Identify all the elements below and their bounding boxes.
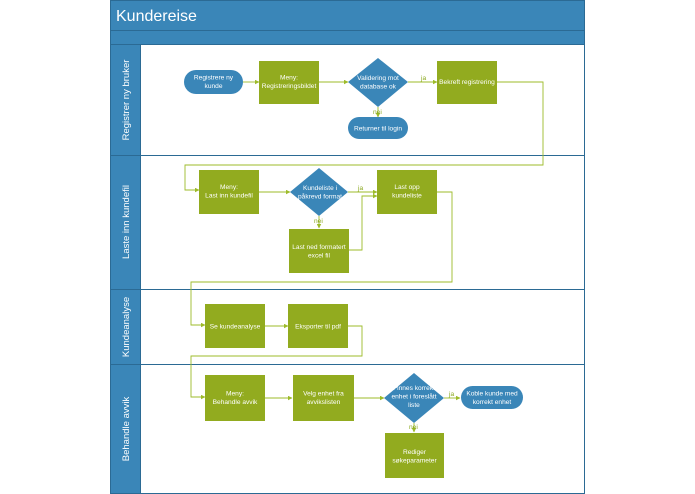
edge-label: ja [420,75,426,82]
node-label-line: Last ned formatert [292,244,346,251]
node-label-line: påkrevd format [298,193,342,201]
node-meny-last-inn-kundefil: Meny: Last inn kundefil [199,170,259,214]
node-label-line: kundeliste [392,193,422,200]
lane-kundeanalyse: Kundeanalyse [110,289,585,365]
node-label-line: korrekt enhet [473,399,512,406]
node-label-line: Se kundeanalyse [210,324,261,331]
node-label-line: Rediger [403,449,427,456]
svg-text:Returner til login: Returner til login [354,126,402,133]
edge-label: nei [373,109,382,116]
lane-registrer-ny-bruker: Registrer ny bruker [110,44,585,156]
svg-text:Meny:Last inn kundefil: Meny: Last inn kundefil [205,184,253,200]
connectors [184,79,544,433]
node-label-line: Meny: [220,184,238,191]
swimlanes: Registrer ny bruker Laste inn kundefil K… [110,44,585,494]
node-last-opp-kundeliste: Last opp kundeliste [377,170,437,214]
edge-n4-n6 [184,81,544,193]
node-eksporter-til-pdf: Eksporter til pdf [288,304,348,348]
svg-text:Bekreft registrering: Bekreft registrering [439,79,495,86]
node-label-line: Validering mot [357,75,399,82]
node-label-line: Returner til login [354,126,402,133]
node-label-line: Koble kunde med [466,391,518,398]
lane-label: Laste inn kundefil [121,185,132,259]
node-label-line: Finnes korrekt [393,385,435,392]
node-label-line: excel fil [308,253,331,260]
edge-label: nei [314,218,323,225]
title-bar: Kundereise [110,0,585,31]
node-label-line: Registrere ny [194,75,234,82]
node-label-line: Eksporter til pdf [295,324,341,331]
edge-n9-n8 [348,193,378,251]
node-se-kundeanalyse: Se kundeanalyse [205,304,265,348]
node-label-line: avvikslisten [307,399,341,406]
lane-behandle-avvik: Behandle avvik [110,364,141,494]
lane-laste-inn-kundefil: Laste inn kundefil [110,155,585,290]
diagram-title: Kundereise [116,8,197,25]
edge-label: ja [448,391,454,398]
svg-text:Meny:Behandle avvik: Meny:Behandle avvik [213,391,258,407]
node-label-line: liste [408,402,420,409]
node-label-line: Kundeliste i [303,185,338,192]
node-label-line: database ok [360,84,397,91]
node-bekreft-registrering: Bekreft registrering [437,61,497,104]
node-label-line: søkeparameter [392,458,437,465]
node-label-line: Behandle avvik [213,399,258,406]
node-label-line: Last inn kundefil [205,193,253,200]
svg-text:Eksporter til pdf: Eksporter til pdf [295,324,341,331]
node-label-line: kunde [205,83,223,90]
header-band [110,30,585,45]
lane-label: Behandle avvik [121,397,132,462]
node-label-line: Velg enhet fra [303,391,344,398]
node-returner-til-login: Returner til login [348,117,408,139]
edge-n8-n10 [190,191,453,328]
lane-label: Kundeanalyse [121,297,132,357]
node-validering-mot-database: Validering mot database ok [348,58,408,107]
node-label-line: Last opp [394,184,420,191]
node-rediger-sokeparameter: Rediger søkeparameter [385,433,444,478]
node-label-line: Meny: [280,75,298,82]
edge-label: ja [357,185,363,192]
node-meny-behandle-avvik: Meny:Behandle avvik [205,375,265,421]
edge-n11-n12 [190,325,363,400]
node-meny-registreringsbildet: Meny:Registreringsbildet [259,61,319,104]
edge-labels: ja nei ja nei ja nei [314,75,454,431]
node-last-ned-excel-fil: Last ned formatert excel fil [289,229,349,273]
lane-label: Registrer ny bruker [121,60,132,141]
node-label-line: Registreringsbildet [262,83,317,90]
node-label-line: Meny: [226,391,244,398]
svg-text:Se kundeanalyse: Se kundeanalyse [210,324,261,331]
node-label-line: enhet i foreslått [391,393,436,401]
svg-text:Meny:Registreringsbildet: Meny:Registreringsbildet [262,75,317,91]
edge-label: nei [409,424,418,431]
node-label-line: Bekreft registrering [439,79,495,86]
